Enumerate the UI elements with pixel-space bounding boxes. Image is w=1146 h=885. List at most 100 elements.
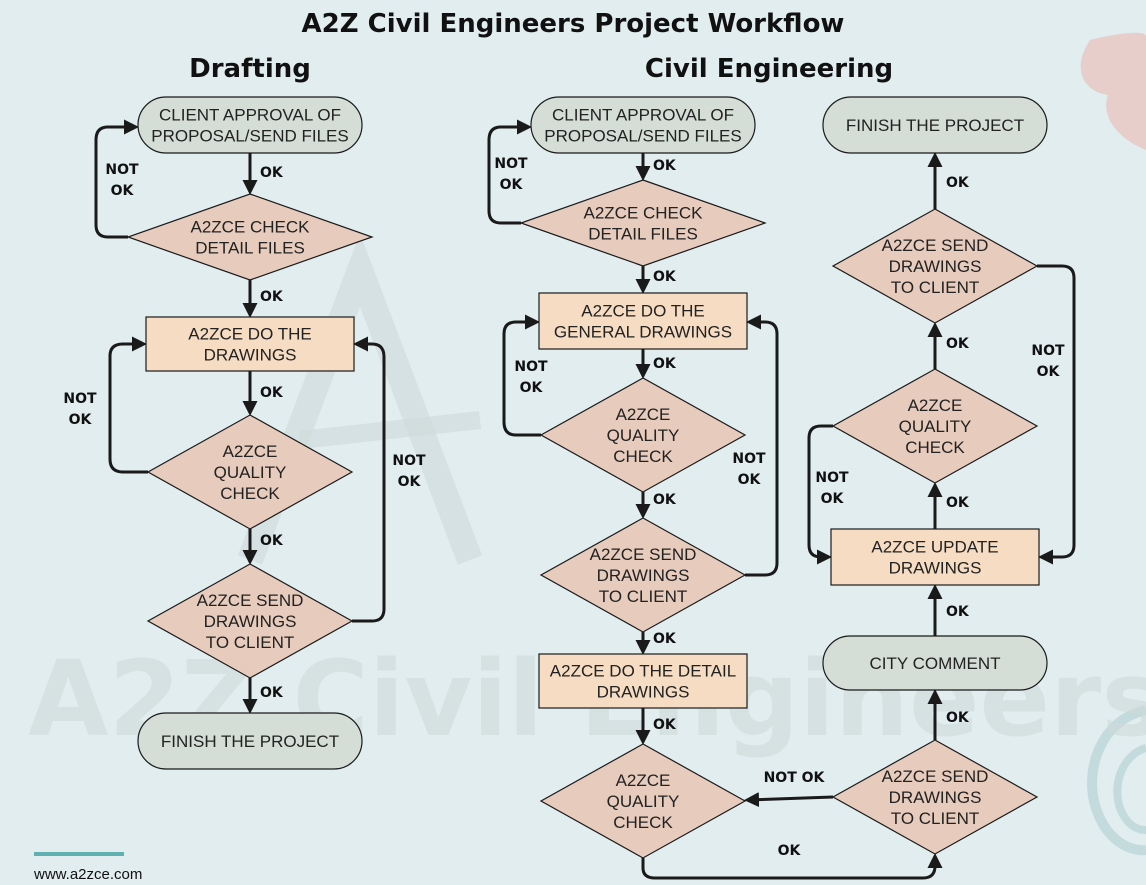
civil-update-drawings: A2ZCE UPDATE DRAWINGS (830, 528, 1040, 586)
civil-send-drawings-2-label: A2ZCE SEND (882, 767, 989, 786)
civil-send-drawings-1-label: A2ZCE SEND (590, 545, 697, 564)
edge-d-quality-notok (108, 336, 148, 474)
civil-general-drawings-label: GENERAL DRAWINGS (554, 323, 732, 342)
edge-label-ok: OK (653, 158, 677, 174)
drafting-quality-check-diamond (146, 414, 354, 530)
civil-send-drawings-2-label: DRAWINGS (889, 788, 982, 807)
civil-general-drawings-box (538, 292, 748, 350)
edge-c-quality2-ok (641, 853, 943, 880)
drafting-quality-check-label: A2ZCE (223, 442, 278, 461)
civil-send-drawings-3-label: A2ZCE SEND (882, 236, 989, 255)
drafting-send-drawings-label: TO CLIENT (206, 633, 294, 652)
civil-finish-label: FINISH THE PROJECT (846, 116, 1024, 135)
edge-label-not: NOT (105, 162, 139, 178)
drafting-do-drawings-label: DRAWINGS (204, 346, 297, 365)
edge-label-ok: OK (260, 533, 284, 549)
drafting-do-drawings: A2ZCE DO THE DRAWINGS (145, 316, 355, 372)
civil-quality-check-2-label: A2ZCE (616, 771, 671, 790)
civil-finish-box (822, 96, 1048, 154)
edge-label-ok: OK (69, 412, 93, 428)
civil-city-comment-label: CITY COMMENT (870, 654, 1001, 673)
edge-c-quality-notok (502, 314, 541, 437)
civil-heading: Civil Engineering (645, 54, 893, 84)
civil-quality-check-3-label: QUALITY (899, 417, 972, 436)
civil-check-files-label: A2ZCE CHECK (583, 204, 703, 223)
edge-d-send-notok (352, 336, 386, 623)
edge-label-ok: OK (500, 177, 524, 193)
edge-label-ok: OK (111, 183, 135, 199)
civil-send-drawings-1-label: DRAWINGS (597, 566, 690, 585)
civil-quality-check-3-label: A2ZCE (908, 396, 963, 415)
drafting-do-drawings-label: A2ZCE DO THE (188, 325, 311, 344)
edge-label-ok: OK (946, 175, 970, 191)
civil-city-comment: CITY COMMENT (822, 635, 1048, 691)
edge-label-ok: OK (946, 710, 970, 726)
civil-send-drawings-3-label: DRAWINGS (889, 257, 982, 276)
edge-c-send2-notok (744, 792, 834, 808)
pink-brush-decor (1080, 32, 1146, 150)
flow-connectors (94, 119, 1076, 880)
edge-label-ok: OK (821, 491, 845, 507)
edge-d-check-notok (94, 119, 139, 239)
edge-label-ok: OK (653, 492, 677, 508)
logo-road-decor (299, 411, 481, 449)
drafting-send-drawings-diamond (146, 563, 354, 679)
drafting-quality-check-label: CHECK (220, 484, 280, 503)
civil-check-files-diamond (519, 179, 767, 267)
civil-send-drawings-2-label: TO CLIENT (891, 809, 979, 828)
civil-quality-check-2-label: QUALITY (607, 792, 680, 811)
drafting-send-drawings-label: DRAWINGS (204, 612, 297, 631)
edge-c-check-notok (487, 119, 532, 225)
civil-quality-check-1-label: A2ZCE (616, 405, 671, 424)
edge-label-ok: OK (653, 269, 677, 285)
civil-detail-drawings-box (538, 653, 748, 709)
civil-send-drawings-1-label: TO CLIENT (599, 587, 687, 606)
edge-label-ok: OK (738, 472, 762, 488)
footer-url[interactable]: www.a2zce.com (33, 866, 142, 883)
civil-send-drawings-3-label: TO CLIENT (891, 278, 979, 297)
drafting-check-files-diamond (126, 193, 374, 281)
edge-label-ok: OK (520, 380, 544, 396)
civil-city-comment-box (822, 635, 1048, 691)
edge-label-not-ok: NOT OK (764, 770, 826, 786)
civil-quality-check-3-label: CHECK (905, 438, 965, 457)
flow-labels: OK OK OK OK OK NOT OK NOT OK NOT OK OK OK OK OK OK OK NOT… (63, 156, 1065, 859)
civil-update-drawings-label: A2ZCE UPDATE (871, 538, 998, 557)
logo-mark-decor (237, 233, 483, 565)
civil-client-approval-label: CLIENT APPROVAL OF (552, 106, 734, 125)
edge-label-not: NOT (494, 156, 528, 172)
civil-finish: FINISH THE PROJECT (822, 96, 1048, 154)
drafting-client-approval-label: CLIENT APPROVAL OF (159, 106, 341, 125)
edge-label-ok: OK (946, 604, 970, 620)
drafting-quality-check-label: QUALITY (214, 463, 287, 482)
drafting-send-drawings: A2ZCE SEND DRAWINGS TO CLIENT (146, 563, 354, 679)
drafting-heading: Drafting (189, 54, 311, 84)
drafting-finish-box (137, 712, 363, 770)
drafting-do-drawings-box (145, 316, 355, 372)
drafting-send-drawings-label: A2ZCE SEND (197, 591, 304, 610)
edge-label-ok: OK (946, 336, 970, 352)
civil-update-drawings-label: DRAWINGS (889, 559, 982, 578)
edge-c-send3-notok (1037, 264, 1076, 565)
drafting-check-files-label: A2ZCE CHECK (190, 218, 310, 237)
footer-accent-line (34, 852, 124, 856)
civil-quality-check-1-diamond (539, 377, 747, 493)
edge-label-ok: OK (653, 631, 677, 647)
edge-c-quality3-notok (807, 424, 833, 565)
edge-label-ok: OK (653, 717, 677, 733)
teal-circle-decor (1087, 705, 1146, 856)
civil-detail-drawings-label: A2ZCE DO THE DETAIL (550, 662, 736, 681)
civil-send-drawings-3: A2ZCE SEND DRAWINGS TO CLIENT (831, 208, 1039, 324)
civil-send-drawings-1-diamond (539, 517, 747, 633)
teal-circle-inner-decor (1113, 744, 1146, 834)
edge-label-not: NOT (732, 451, 766, 467)
edge-c-send-notok (745, 314, 779, 577)
